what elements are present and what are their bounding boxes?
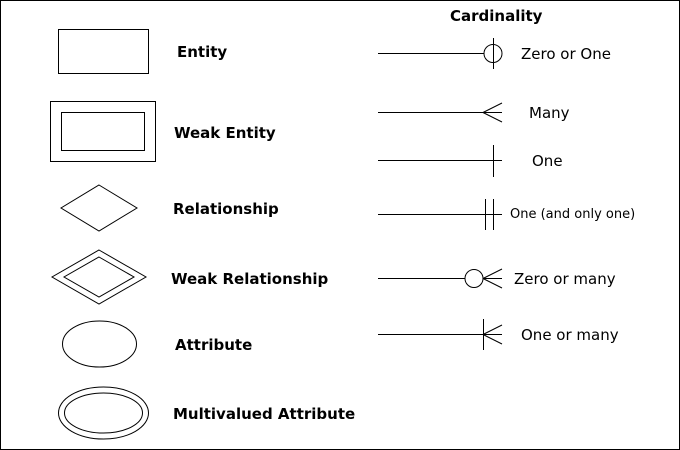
one-or-many-symbol-icon: [378, 319, 503, 350]
attribute-label: Attribute: [175, 336, 253, 354]
attribute-ellipse-icon: [62, 320, 137, 368]
relationship-diamond-icon: [60, 184, 138, 232]
many-label: Many: [529, 104, 570, 122]
cardinality-title: Cardinality: [450, 7, 543, 25]
weak-relationship-label: Weak Relationship: [171, 270, 329, 288]
entity-label: Entity: [177, 43, 228, 61]
weak-entity-double-rectangle-icon: [50, 101, 156, 162]
one-or-many-label: One or many: [521, 326, 619, 344]
one-and-only-one-double-bar-icon: [378, 199, 502, 230]
relationship-label: Relationship: [173, 200, 279, 218]
weak-relationship-double-diamond-icon: [50, 249, 148, 305]
multivalued-attribute-double-ellipse-icon: [58, 386, 149, 440]
zero-or-one-label: Zero or One: [521, 45, 611, 63]
zero-or-many-symbol-icon: [378, 268, 503, 289]
zero-or-many-label: Zero or many: [514, 270, 616, 288]
entity-rectangle-icon: [58, 29, 149, 74]
zero-or-one-symbol-icon: [378, 38, 503, 69]
many-crowfoot-icon: [378, 102, 503, 123]
one-and-only-one-label: One (and only one): [510, 207, 636, 222]
one-label: One: [532, 152, 563, 170]
one-bar-icon: [378, 145, 502, 177]
weak-entity-label: Weak Entity: [174, 124, 276, 142]
multivalued-attribute-label: Multivalued Attribute: [173, 405, 356, 423]
